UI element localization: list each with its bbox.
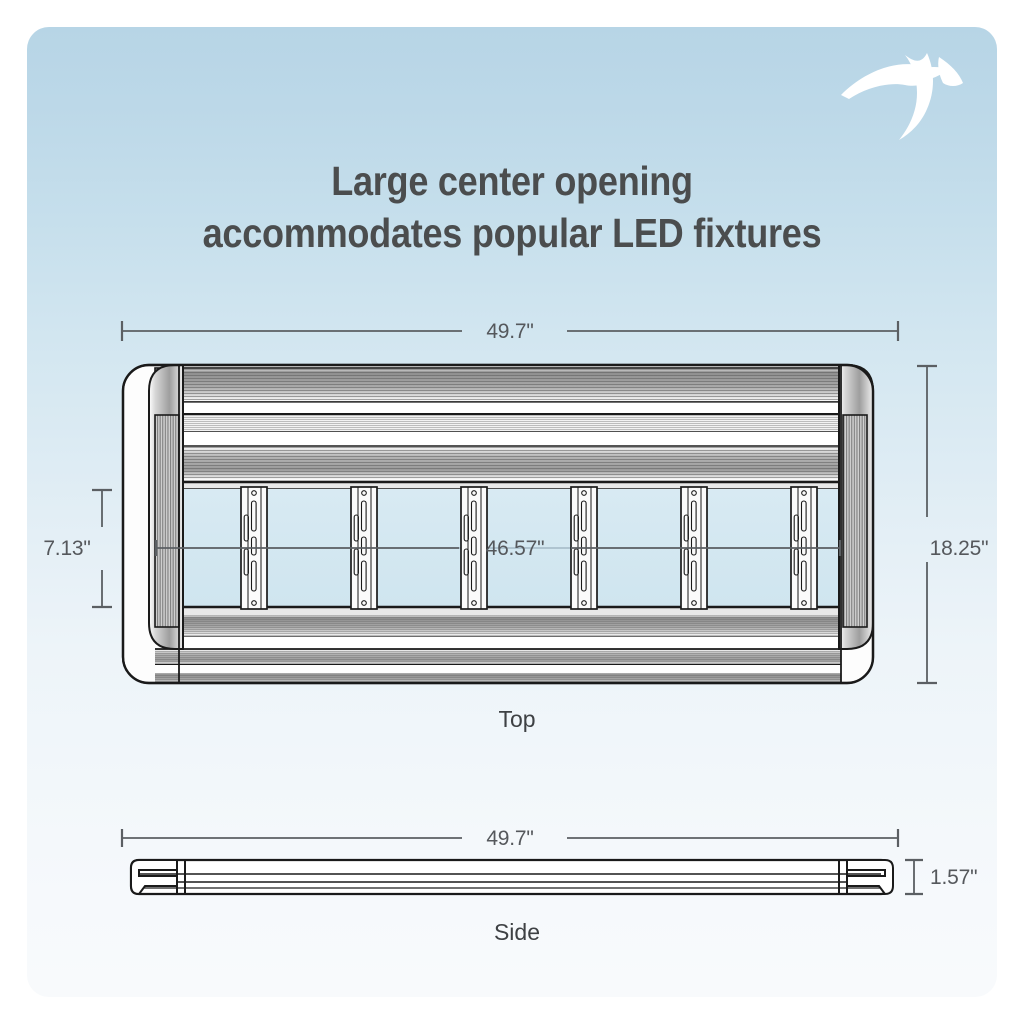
view-label-side: Side (494, 919, 540, 945)
dimension-side-height: 1.57" (905, 858, 978, 896)
page-title: Large center opening accommodates popula… (85, 155, 939, 260)
dimension-overall-depth: 18.25" (917, 364, 989, 685)
dimension-label-overall-depth: 18.25" (930, 537, 989, 560)
product-drawing: 49.7" (43, 320, 989, 945)
dimension-side-width: 49.7" (120, 827, 900, 850)
dimension-label-top-width: 49.7" (486, 320, 533, 343)
headline-line-1: Large center opening (331, 158, 693, 204)
side-view-body (129, 858, 894, 896)
dimension-label-side-width: 49.7" (486, 827, 533, 850)
dimension-opening-width: 46.57" (154, 537, 842, 560)
dimension-opening-depth: 7.13" (43, 488, 112, 609)
crossbar (460, 486, 488, 610)
dimension-label-opening-width: 46.57" (486, 537, 545, 560)
view-label-top: Top (498, 706, 535, 732)
right-end-cap (838, 364, 874, 683)
bird-swoosh-logo (839, 35, 979, 145)
dimension-label-opening-depth: 7.13" (43, 537, 90, 560)
product-info-card: Large center opening accommodates popula… (27, 27, 997, 997)
left-end-cap (148, 364, 184, 683)
top-view-body (121, 363, 875, 685)
dimension-top-width: 49.7" (120, 320, 900, 343)
headline-line-2: accommodates popular LED fixtures (202, 210, 822, 257)
dimension-label-side-height: 1.57" (930, 866, 977, 889)
